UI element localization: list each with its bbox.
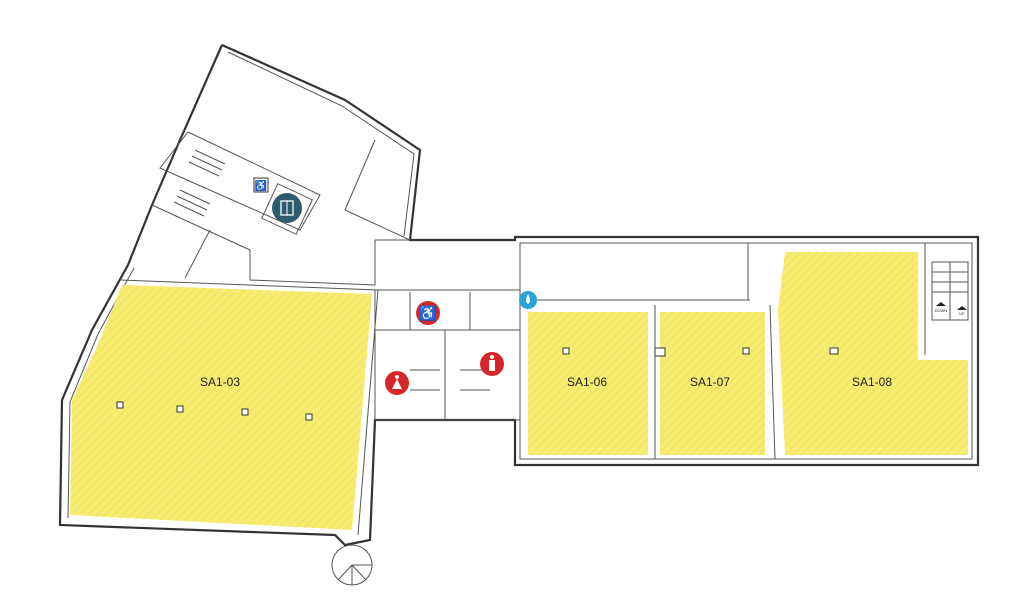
stairs-down-label: DOWN xyxy=(935,308,948,313)
men-restroom-icon[interactable] xyxy=(480,352,504,376)
accessible-icon: ♿ xyxy=(253,177,269,193)
room-SA1-03[interactable] xyxy=(70,285,372,530)
room-SA1-08[interactable] xyxy=(778,252,968,455)
svg-text:♿: ♿ xyxy=(419,305,436,322)
room-SA1-06[interactable] xyxy=(528,312,648,455)
stairs-left xyxy=(173,149,226,217)
svg-text:♿: ♿ xyxy=(255,179,267,192)
room-label: SA1-08 xyxy=(852,375,892,389)
stairs-right xyxy=(931,261,969,321)
accessible-restroom-icon[interactable]: ♿ xyxy=(416,301,440,325)
water-fountain-icon[interactable] xyxy=(519,291,537,309)
stairs-up-label: UP xyxy=(959,311,965,316)
spiral-stair xyxy=(331,544,373,586)
room-SA1-07[interactable] xyxy=(660,312,765,455)
elevator-icon[interactable] xyxy=(272,193,302,223)
room-label: SA1-03 xyxy=(200,375,240,389)
women-restroom-icon[interactable] xyxy=(385,371,409,395)
room-label: SA1-06 xyxy=(567,375,607,389)
room-label: SA1-07 xyxy=(690,375,730,389)
room-markers xyxy=(116,347,839,421)
